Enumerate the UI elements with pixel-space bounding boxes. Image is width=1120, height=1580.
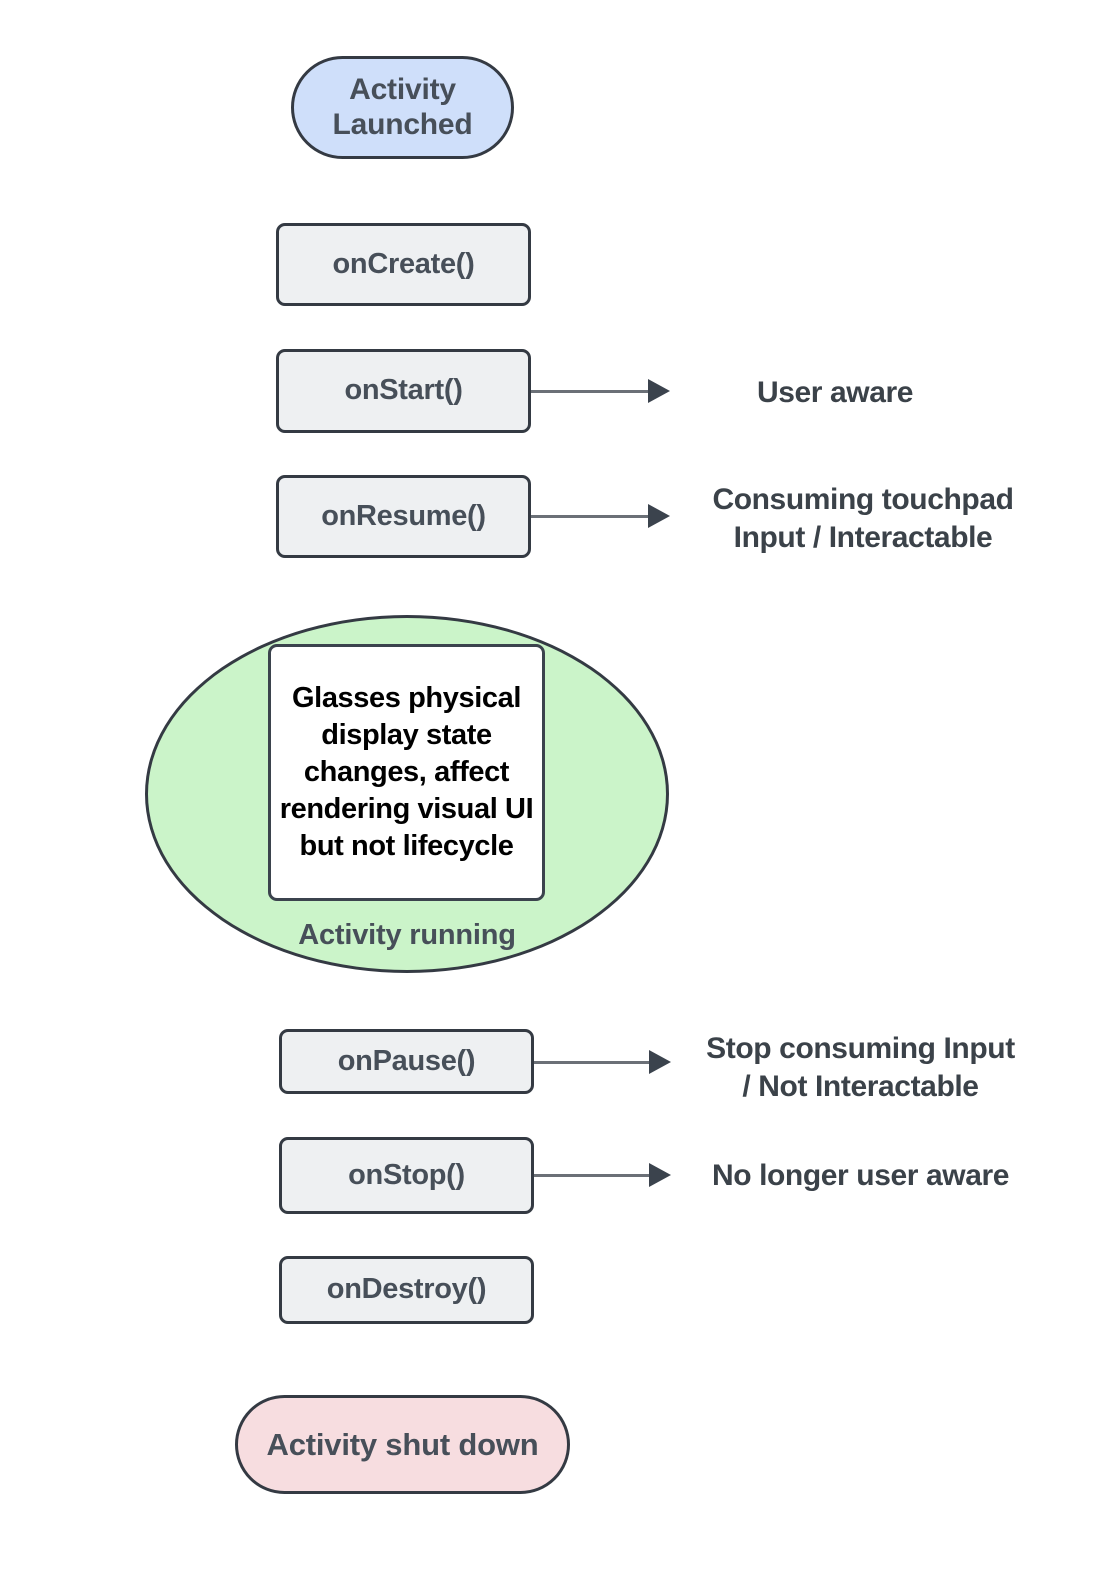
arrow-onstart-to-user-aware <box>531 379 670 403</box>
node-oncreate-label: onCreate() <box>332 247 475 280</box>
node-activity-shut-down-label: Activity shut down <box>266 1426 539 1462</box>
node-ondestroy: onDestroy() <box>279 1256 534 1324</box>
node-running-note-label: Glasses physical display state changes, … <box>279 682 534 862</box>
arrow-shaft <box>531 514 649 518</box>
arrow-shaft <box>531 389 649 393</box>
arrow-onresume-to-consuming-input <box>531 504 670 528</box>
arrow-shaft <box>534 1060 650 1064</box>
node-onstop-label: onStop() <box>348 1158 465 1191</box>
node-ondestroy-label: onDestroy() <box>326 1273 487 1306</box>
node-activity-shut-down: Activity shut down <box>235 1395 570 1494</box>
node-onstart: onStart() <box>276 349 531 433</box>
arrow-shaft <box>534 1173 650 1177</box>
node-onpause-label: onPause() <box>337 1044 476 1077</box>
arrow-head-icon <box>648 504 670 528</box>
annotation-no-longer-user-aware: No longer user aware <box>711 1159 1010 1192</box>
node-onstart-label: onStart() <box>344 374 463 407</box>
node-onresume-label: onResume() <box>321 499 486 532</box>
node-onpause: onPause() <box>279 1029 534 1094</box>
arrow-onpause-to-stop-consuming-input <box>534 1050 671 1074</box>
arrow-head-icon <box>649 1050 671 1074</box>
arrow-head-icon <box>649 1163 671 1187</box>
annotation-user-aware: User aware <box>756 376 914 409</box>
node-oncreate: onCreate() <box>276 223 531 306</box>
annotation-stop-consuming-input: Stop consuming Input / Not Interactable <box>706 1032 1015 1104</box>
node-running-note: Glasses physical display state changes, … <box>268 644 545 901</box>
node-activity-running-label: Activity running <box>298 919 516 951</box>
node-activity-launched-label: Activity Launched <box>332 72 473 141</box>
annotation-consuming-input: Consuming touchpad Input / Interactable <box>712 483 1014 555</box>
arrow-onstop-to-no-longer-user-aware <box>534 1163 671 1187</box>
node-onresume: onResume() <box>276 475 531 558</box>
node-onstop: onStop() <box>279 1137 534 1214</box>
node-activity-launched: Activity Launched <box>291 56 514 159</box>
arrow-head-icon <box>648 379 670 403</box>
